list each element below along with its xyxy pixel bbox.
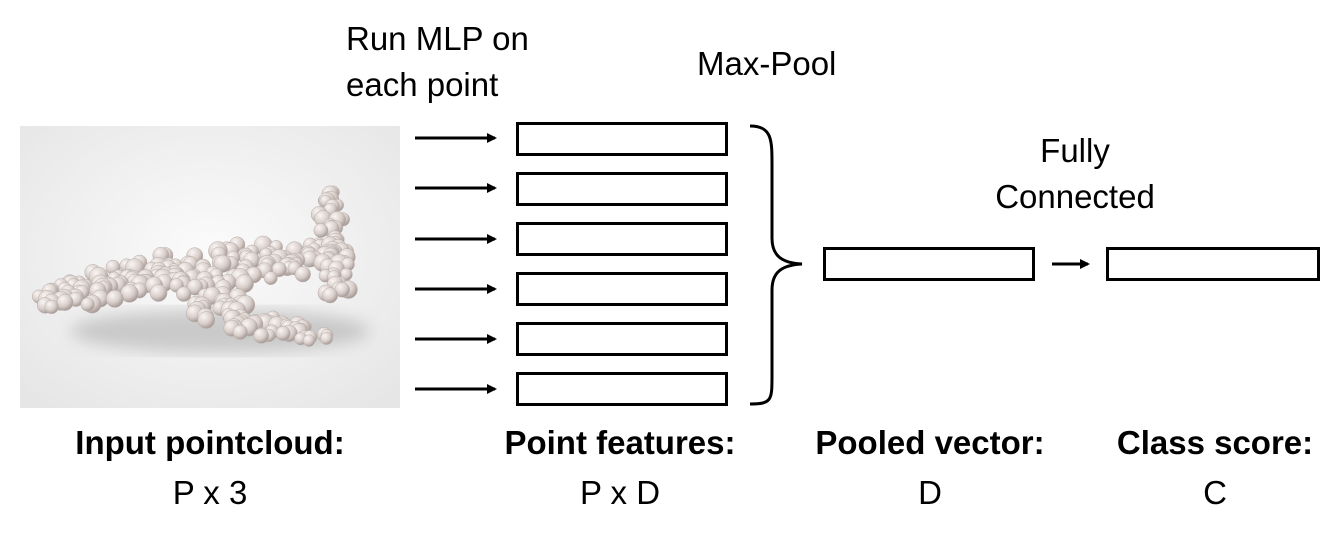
pooled-caption-title: Pooled vector: (815, 424, 1045, 461)
maxpool-label: Max-Pool (697, 45, 837, 82)
class-caption-title: Class score: (1116, 424, 1314, 461)
features-caption-title: Point features: (504, 424, 736, 461)
class-caption-dim: C (1203, 474, 1227, 511)
airplane-pointcloud-icon (20, 126, 400, 408)
point-feature-row (516, 372, 728, 406)
fc-label-line2: Connected (995, 178, 1155, 215)
point-feature-row (516, 172, 728, 206)
point-feature-row (516, 222, 728, 256)
input-caption-title: Input pointcloud: (75, 424, 345, 461)
pooled-caption-dim: D (918, 474, 942, 511)
mlp-label-line2: each point (346, 66, 499, 103)
mlp-arrows (415, 133, 497, 394)
point-feature-row (516, 272, 728, 306)
point-feature-row (516, 122, 728, 156)
point-feature-row (516, 322, 728, 356)
fc-label-line1: Fully (1040, 132, 1110, 169)
mlp-label-line1: Run MLP on (346, 20, 529, 57)
input-pointcloud-image (20, 126, 400, 408)
input-caption-dim: P x 3 (172, 474, 248, 511)
class-score-box (1106, 247, 1320, 281)
features-caption-dim: P x D (579, 474, 661, 511)
pooled-vector-box (823, 247, 1035, 281)
maxpool-brace-icon (749, 124, 803, 406)
